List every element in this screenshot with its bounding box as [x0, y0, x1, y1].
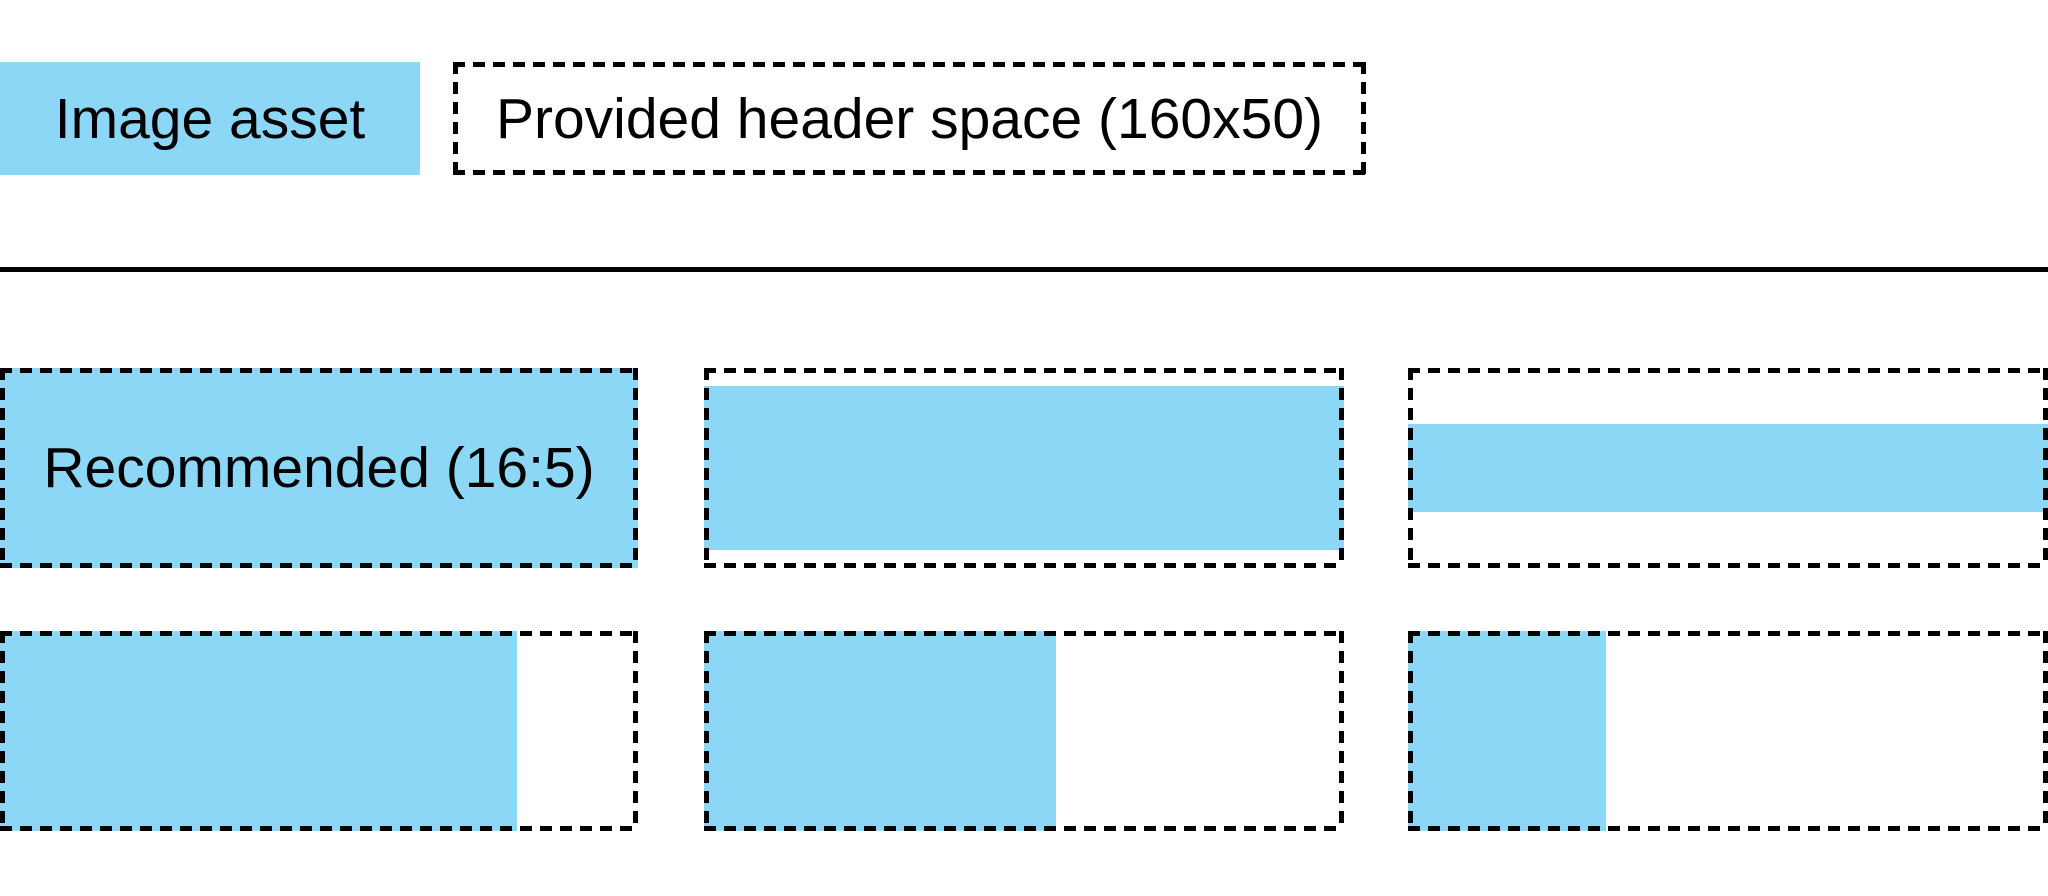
tile-extra-wide-letterboxed: [1408, 368, 2048, 568]
legend-image-asset-swatch: Image asset: [0, 62, 420, 175]
image-asset-fill: [704, 386, 1344, 550]
legend-image-asset-label: Image asset: [54, 86, 366, 151]
image-asset-fill: [1408, 424, 2048, 512]
image-asset-fill: [0, 631, 517, 831]
tile-square-pillarboxed: [1408, 631, 2048, 831]
recommended-label: Recommended (16:5): [43, 436, 595, 500]
legend-header-space-box: Provided header space (160x50): [453, 62, 1366, 175]
image-asset-fill: [1408, 631, 1607, 831]
tile-recommended-16x5: Recommended (16:5): [0, 368, 638, 568]
legend-header-space-label: Provided header space (160x50): [495, 86, 1324, 151]
tile-taller-pillarboxed: [704, 631, 1344, 831]
tile-wide-letterboxed: [704, 368, 1344, 568]
image-asset-fill: [704, 631, 1056, 831]
section-divider-line: [0, 267, 2048, 272]
tile-tall-pillarboxed: [0, 631, 638, 831]
